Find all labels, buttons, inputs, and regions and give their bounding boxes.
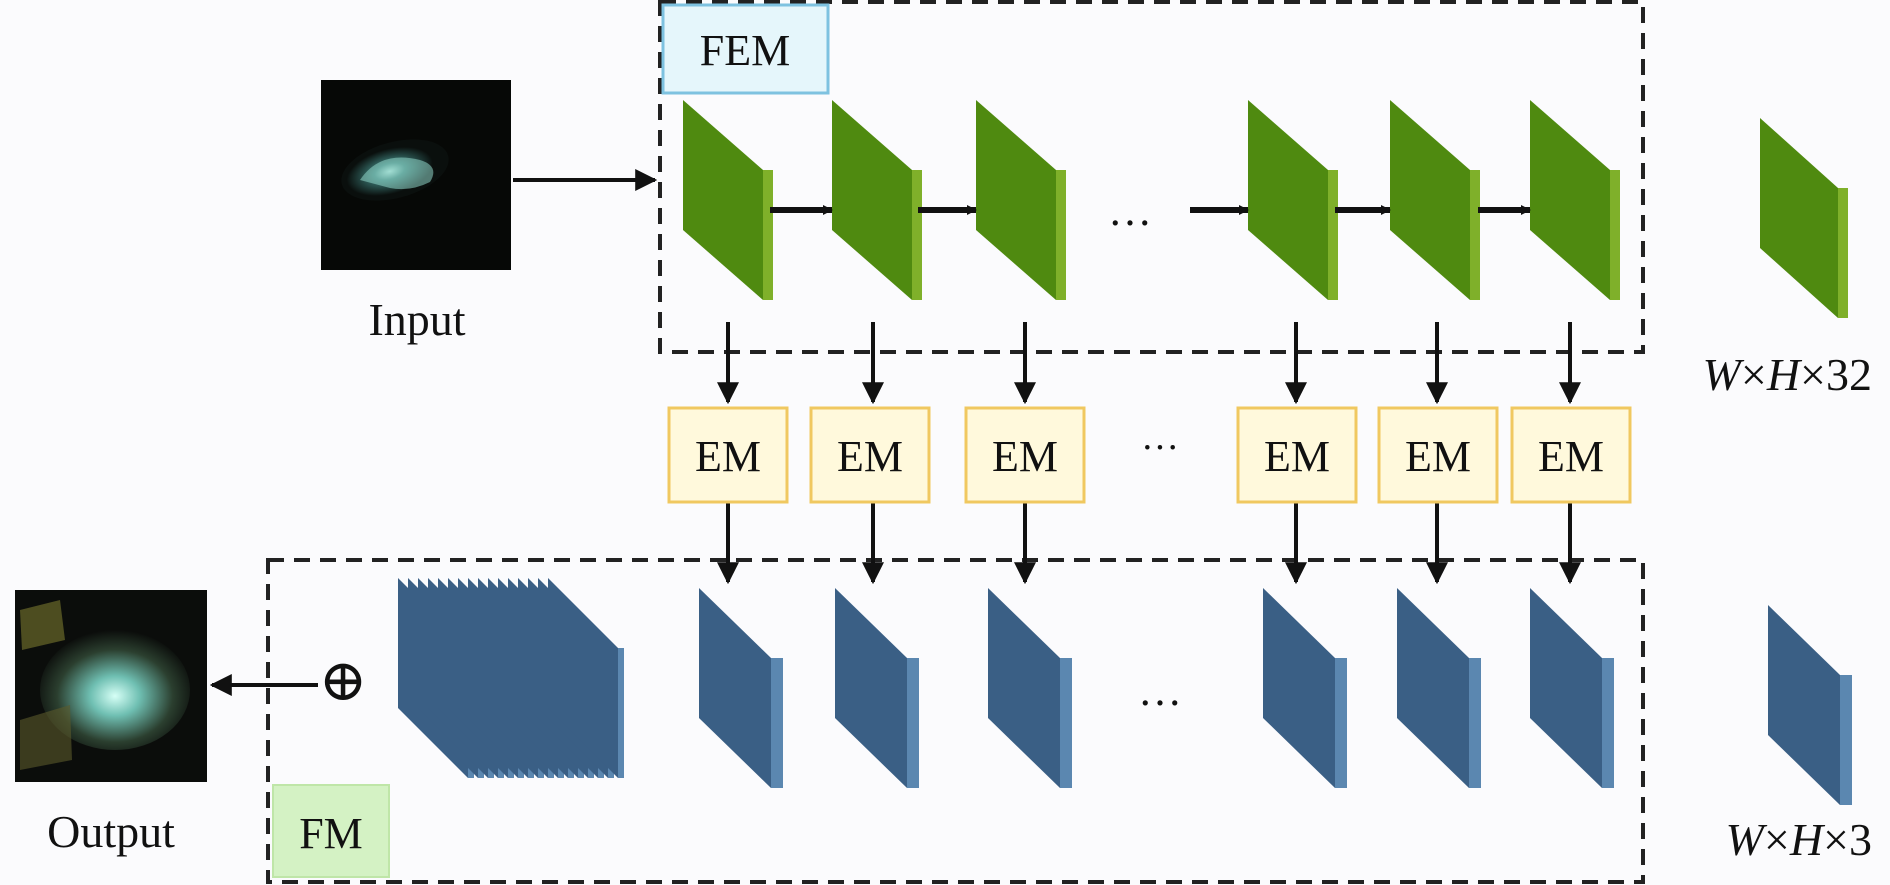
input-label: Input	[368, 294, 465, 345]
green-feature-map-legend	[1760, 118, 1848, 318]
em-block-box	[667, 406, 789, 504]
em-block: EM	[809, 406, 931, 504]
blue-feature-map	[1397, 588, 1481, 788]
green-feature-map	[976, 100, 1066, 300]
down-arrows	[717, 322, 1581, 585]
blue-feature-map-legend-face	[1768, 605, 1840, 805]
em-block-box	[1236, 406, 1358, 504]
output-label: Output	[47, 806, 175, 857]
em-block-label: EM	[992, 432, 1058, 481]
dim-n: 3	[1849, 814, 1872, 865]
green-feature-map-face	[976, 100, 1056, 300]
green-feature-map-side	[1056, 170, 1066, 300]
green-feature-map-side	[912, 170, 922, 300]
blue-feature-map	[699, 588, 783, 788]
blue-feature-map-side	[1469, 658, 1481, 788]
stack-layer-side	[618, 648, 624, 778]
fm-label-box	[272, 784, 390, 878]
em-block-box	[809, 406, 931, 504]
green-feature-map	[1530, 100, 1620, 300]
stack-layer	[548, 578, 624, 778]
em-block-box	[1510, 406, 1632, 504]
green-feature-map	[1248, 100, 1338, 300]
stack-layer-face	[548, 578, 618, 778]
blue-feature-map-legend	[1768, 605, 1852, 805]
blue-feature-map	[988, 588, 1072, 788]
em-block: EM	[1510, 406, 1632, 504]
fm-label: FM	[299, 809, 363, 858]
dim-x: ×	[1741, 349, 1767, 400]
blue-feature-map	[1263, 588, 1347, 788]
blue-feature-map-side	[1602, 658, 1614, 788]
green-feature-map-legend-side	[1838, 188, 1848, 318]
blue-feature-map-face	[988, 588, 1060, 788]
green-feature-map-face	[1530, 100, 1610, 300]
blue-feature-map	[835, 588, 919, 788]
green-feature-map	[1390, 100, 1480, 300]
em-block: EM	[1236, 406, 1358, 504]
blue-feature-map-side	[1335, 658, 1347, 788]
top-dimension-label: W×H×32	[1703, 349, 1872, 400]
em-block-label: EM	[1405, 432, 1471, 481]
blue-feature-map-side	[771, 658, 783, 788]
output-image	[15, 590, 207, 782]
blue-feature-map-side	[907, 658, 919, 788]
input-image	[321, 80, 511, 270]
dim-h: H	[1766, 349, 1803, 400]
blue-feature-map-face	[1397, 588, 1469, 788]
fem-label-box	[661, 3, 830, 95]
dim-w: W	[1703, 349, 1745, 400]
dim-h: H	[1789, 814, 1826, 865]
em-block-box	[964, 406, 1086, 504]
green-feature-map-side	[1610, 170, 1620, 300]
fem-dashed-box	[658, 0, 1645, 354]
em-blocks: EM EM EM EM EM EM	[667, 406, 1632, 504]
em-block-label: EM	[837, 432, 903, 481]
green-feature-map-face	[832, 100, 912, 300]
blue-feature-map-legend-side	[1840, 675, 1852, 805]
green-feature-map-face	[1390, 100, 1470, 300]
blue-feature-map-face	[699, 588, 771, 788]
em-block-label: EM	[1538, 432, 1604, 481]
green-feature-map-face	[1248, 100, 1328, 300]
blue-feature-map	[1530, 588, 1614, 788]
em-block: EM	[1377, 406, 1499, 504]
green-feature-map-legend-face	[1760, 118, 1838, 318]
top-ellipsis: …	[1108, 186, 1152, 235]
em-block-label: EM	[1264, 432, 1330, 481]
fem-label: FEM	[700, 26, 790, 75]
green-feature-map-face	[683, 100, 763, 300]
concatenated-feature-stack	[398, 578, 624, 778]
green-feature-map-side	[1470, 170, 1480, 300]
em-block: EM	[667, 406, 789, 504]
bottom-dimension-label: W×H×3	[1726, 814, 1872, 865]
em-block: EM	[964, 406, 1086, 504]
em-block-label: EM	[695, 432, 761, 481]
green-feature-map	[683, 100, 773, 300]
green-feature-map-side	[1328, 170, 1338, 300]
bottom-feature-maps	[699, 588, 1852, 805]
dim-x: ×	[1823, 814, 1849, 865]
dim-x: ×	[1764, 814, 1790, 865]
blue-feature-map-side	[1060, 658, 1072, 788]
dim-x: ×	[1800, 349, 1826, 400]
dim-w: W	[1726, 814, 1768, 865]
top-feature-maps	[683, 100, 1848, 318]
green-feature-map	[832, 100, 922, 300]
dim-n: 32	[1826, 349, 1872, 400]
em-block-box	[1377, 406, 1499, 504]
blue-feature-map-face	[1530, 588, 1602, 788]
em-ellipsis: ···	[1141, 427, 1179, 469]
blue-feature-map-face	[835, 588, 907, 788]
fm-dashed-box	[266, 558, 1645, 884]
bottom-ellipsis: …	[1138, 666, 1182, 715]
sum-symbol: ⊕	[319, 648, 368, 713]
green-feature-map-side	[763, 170, 773, 300]
blue-feature-map-face	[1263, 588, 1335, 788]
